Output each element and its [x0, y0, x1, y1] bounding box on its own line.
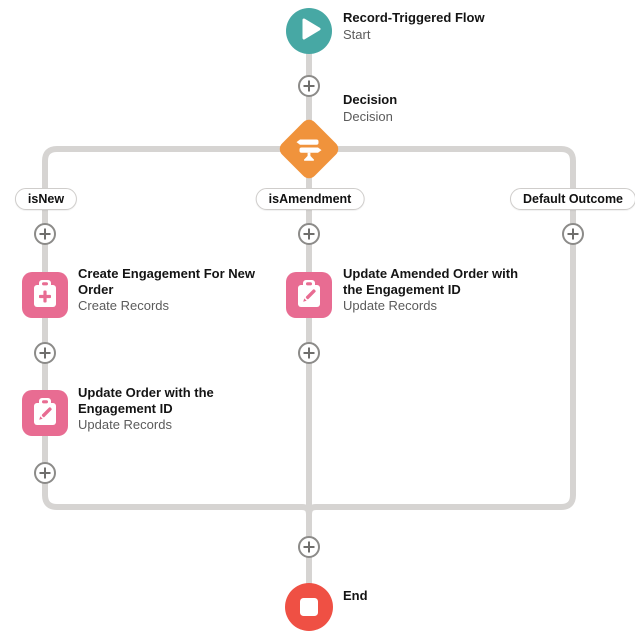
node-title: Record-Triggered Flow: [343, 10, 485, 25]
start-node-label: Record-Triggered Flow Start: [343, 10, 485, 42]
decision-node-label: Decision Decision: [343, 92, 397, 124]
node-subtitle: Create Records: [78, 298, 170, 313]
start-node[interactable]: [286, 8, 332, 54]
add-element-button[interactable]: [298, 75, 320, 97]
stop-icon: [285, 583, 333, 631]
branch-label-isnew: isNew: [14, 188, 78, 210]
update-order-node[interactable]: [22, 390, 68, 436]
node-subtitle: Start: [343, 26, 371, 42]
end-node[interactable]: [285, 583, 333, 631]
add-element-button[interactable]: [298, 536, 320, 558]
add-element-button[interactable]: [34, 462, 56, 484]
update-amended-order-node[interactable]: [286, 272, 332, 318]
update-amended-order-node-label: Update Amended Order with the Engagement…: [343, 266, 523, 314]
update-order-node-label: Update Order with the Engagement ID Upda…: [78, 385, 258, 433]
add-element-button[interactable]: [34, 342, 56, 364]
add-element-button[interactable]: [298, 223, 320, 245]
node-subtitle: Update Records: [78, 417, 172, 432]
node-title: Create Engagement For New Order: [78, 266, 255, 297]
clipboard-pencil-icon: [22, 390, 68, 436]
clipboard-plus-icon: [22, 272, 68, 318]
create-engagement-node-label: Create Engagement For New Order Create R…: [78, 266, 258, 314]
add-element-button[interactable]: [34, 223, 56, 245]
branch-label-default-outcome: Default Outcome: [509, 188, 635, 210]
play-icon: [286, 6, 332, 57]
node-subtitle: Decision: [343, 108, 393, 124]
add-element-button[interactable]: [562, 223, 584, 245]
add-element-button[interactable]: [298, 342, 320, 364]
signpost-icon: [276, 116, 341, 181]
clipboard-pencil-icon: [286, 272, 332, 318]
decision-node[interactable]: [276, 116, 342, 182]
node-title: Decision: [343, 92, 398, 107]
branch-label-isamendment: isAmendment: [255, 188, 365, 210]
create-engagement-node[interactable]: [22, 272, 68, 318]
node-title: Update Amended Order with the Engagement…: [343, 266, 519, 297]
end-node-label: End: [343, 588, 368, 604]
node-title: Update Order with the Engagement ID: [78, 385, 214, 416]
node-title: End: [343, 588, 368, 603]
node-subtitle: Update Records: [343, 298, 437, 313]
